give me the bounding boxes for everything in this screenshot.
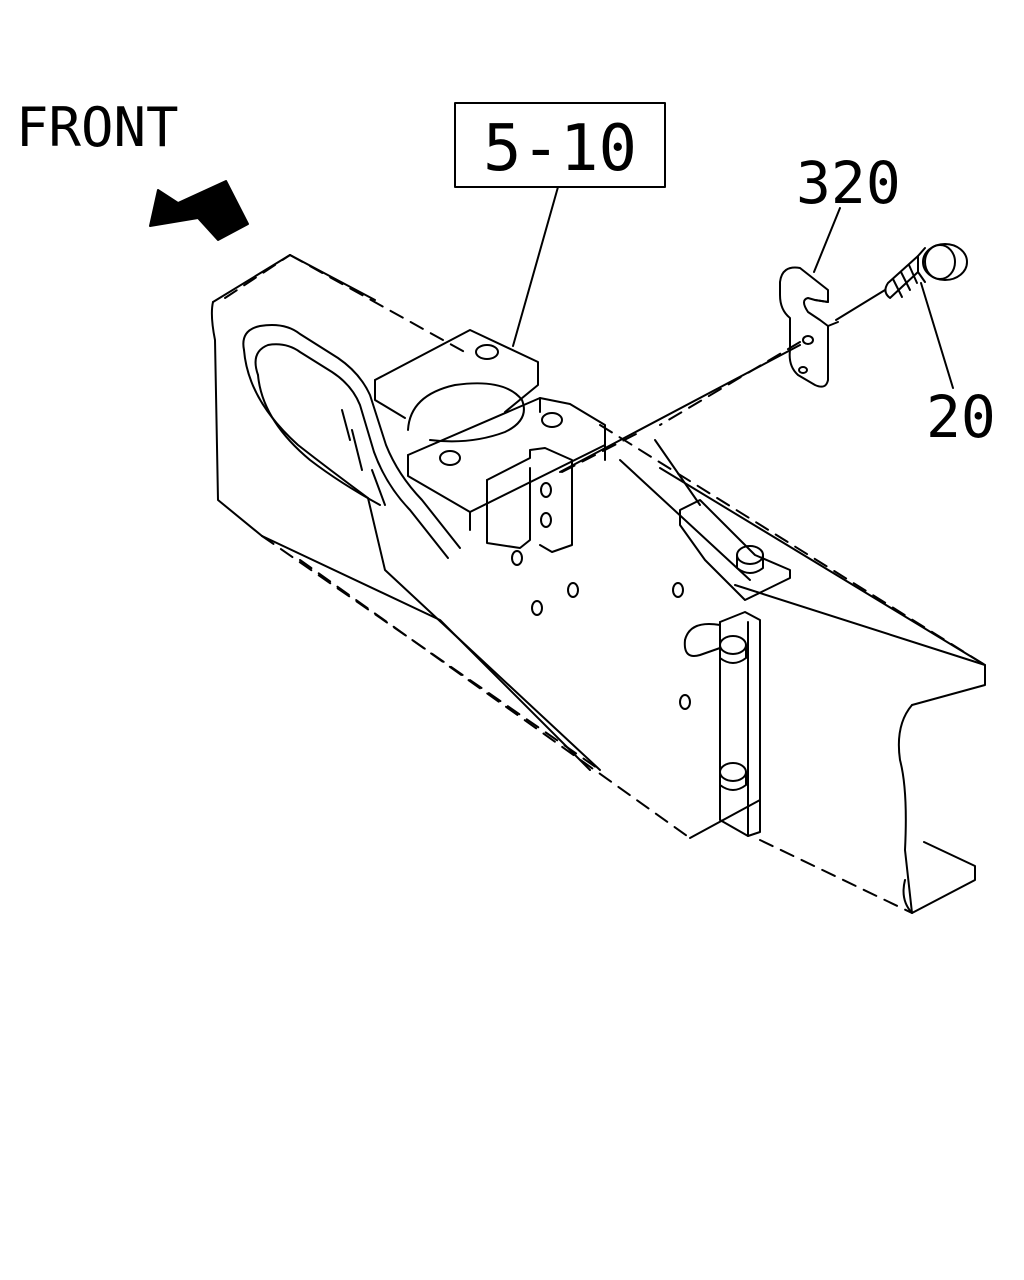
arrow-up-left-icon (149, 180, 249, 241)
crossmember-bracket (374, 329, 606, 531)
bolt-20 (884, 243, 968, 299)
reference-label: 5-10 (483, 112, 637, 186)
alignment-line-hidden (659, 341, 801, 426)
bolt-head-upper (719, 635, 747, 664)
frame-rail (210, 254, 986, 914)
part-number-20: 20 (926, 383, 996, 451)
frame-holes (511, 550, 691, 710)
leader-320 (813, 207, 841, 273)
bolt-head-lower (719, 762, 747, 791)
hook-plate-320 (779, 266, 839, 388)
tow-loop (242, 324, 461, 559)
alignment-line-to-bracket (559, 344, 801, 473)
part-number-320: 320 (796, 149, 901, 217)
front-label: FRONT (16, 96, 179, 159)
l-bracket (486, 431, 641, 553)
side-gusset (679, 499, 791, 601)
alignment-line (835, 289, 886, 321)
reference-box: 5-10 (454, 102, 666, 347)
leader-20 (920, 282, 954, 389)
vertical-channel (683, 611, 761, 837)
